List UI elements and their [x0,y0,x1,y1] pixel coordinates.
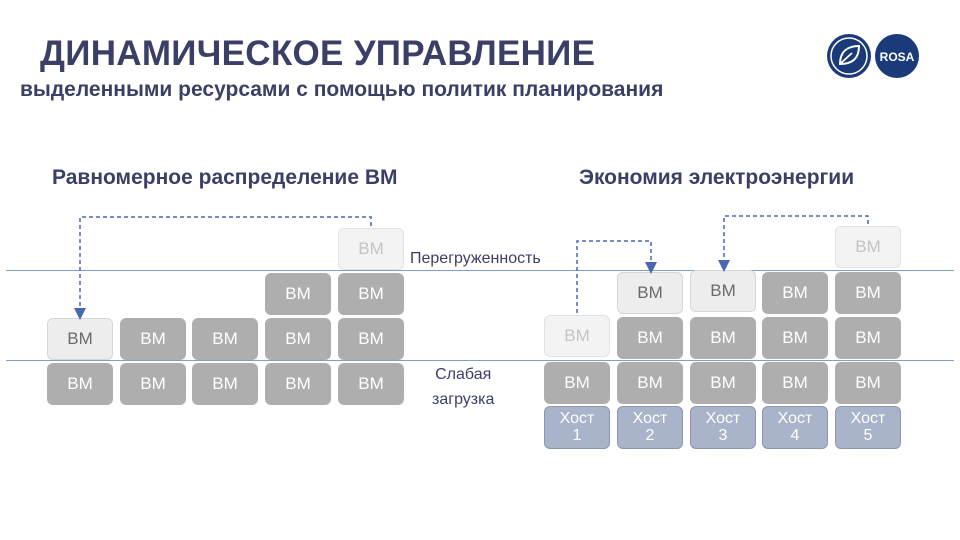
overload-label: Перегруженность [410,250,541,267]
vm-block: ВМ [192,318,258,360]
host-number: 4 [790,427,800,444]
vm-block: ВМ [690,362,756,404]
host-label: Хост [559,410,595,427]
vm-block: ВМ [338,228,404,270]
vm-block: ВМ [762,272,828,314]
vm-block: ВМ [338,363,404,405]
slide-subtitle: выделенными ресурсами с помощью политик … [20,78,664,101]
overload-threshold-line [6,270,954,271]
vm-block: ВМ [762,317,828,359]
rosa-logo: ROSA [827,34,919,78]
host-label: Хост [777,410,813,427]
low-load-label-line1: Слабая [435,366,492,383]
vm-block: ВМ [617,317,683,359]
vm-block: ВМ [47,318,113,360]
left-heading: Равномерное распределение ВМ [52,166,398,189]
low-load-label: Слабая загрузка [432,362,494,412]
vm-block: ВМ [544,315,610,357]
host-number: 5 [863,427,873,444]
vm-block: ВМ [835,226,901,268]
vm-block: ВМ [265,273,331,315]
vm-block: ВМ [120,318,186,360]
host-3: Хост 3 [690,406,756,449]
vm-block: ВМ [338,273,404,315]
low-load-label-line2: загрузка [432,391,495,408]
vm-block: ВМ [835,362,901,404]
host-2: Хост 2 [617,406,683,449]
vm-block: ВМ [835,272,901,314]
vm-block: ВМ [690,270,756,312]
vm-block: ВМ [690,317,756,359]
vm-block: ВМ [192,363,258,405]
slide-title: ДИНАМИЧЕСКОЕ УПРАВЛЕНИЕ [40,34,596,73]
vm-block: ВМ [617,362,683,404]
leaf-icon [838,44,861,66]
host-1: Хост 1 [544,406,610,449]
host-4: Хост 4 [762,406,828,449]
vm-block: ВМ [544,362,610,404]
vm-block: ВМ [762,362,828,404]
host-label: Хост [850,410,886,427]
vm-block: ВМ [835,317,901,359]
vm-block: ВМ [265,318,331,360]
host-number: 2 [645,427,655,444]
right-heading: Экономия электроэнергии [579,166,855,189]
logo-text: ROSA [880,50,915,64]
host-5: Хост 5 [835,406,901,449]
vm-block: ВМ [617,272,683,314]
low-load-threshold-line [6,360,954,361]
host-number: 1 [572,427,582,444]
host-number: 3 [718,427,728,444]
vm-block: ВМ [338,318,404,360]
host-label: Хост [632,410,668,427]
vm-block: ВМ [265,363,331,405]
host-label: Хост [705,410,741,427]
vm-block: ВМ [120,363,186,405]
vm-block: ВМ [47,363,113,405]
